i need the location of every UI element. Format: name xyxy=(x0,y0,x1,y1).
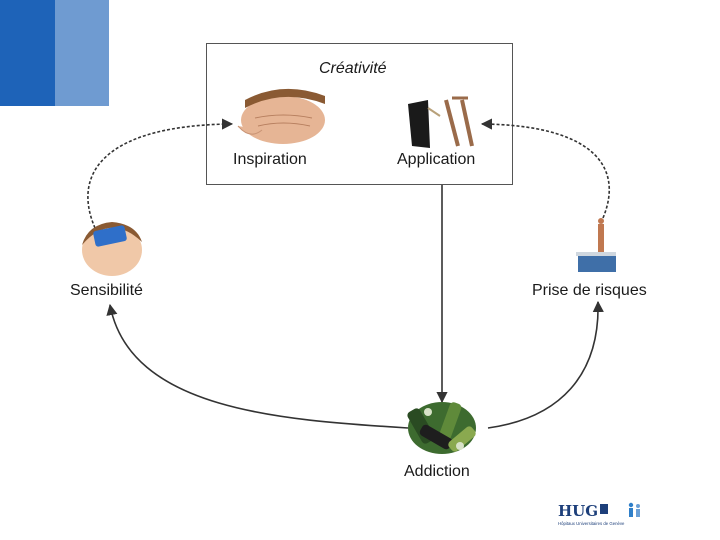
easel-brush-image xyxy=(408,96,474,148)
creativite-title: Créativité xyxy=(319,60,387,77)
hug-logo-subtitle: Hôpitaux Universitaires de Genève xyxy=(558,521,625,526)
brand-bar-dark xyxy=(0,0,55,106)
creativite-box xyxy=(206,43,513,185)
node-inspiration: Inspiration xyxy=(233,151,307,168)
node-sensibilite: Sensibilité xyxy=(70,282,143,299)
arrow-addiction-risques xyxy=(487,300,604,429)
node-application: Application xyxy=(397,151,476,168)
hug-logo-text: HUG xyxy=(558,502,598,520)
node-addiction: Addiction xyxy=(404,463,470,480)
head-icepack-image xyxy=(82,222,142,276)
node-prise-de-risques: Prise de risques xyxy=(532,282,647,299)
arrow-addiction-sensibilite xyxy=(106,303,409,429)
bottles-pile-image xyxy=(407,402,476,454)
arrow-sensibilite-inspiration xyxy=(87,118,234,229)
arrow-risques-application xyxy=(480,118,611,219)
forehead-image xyxy=(237,88,325,144)
brand-bar-light xyxy=(55,0,109,106)
hug-logo: HUG Hôpitaux Universitaires de Genève xyxy=(558,502,640,526)
diver-board-image xyxy=(576,218,616,272)
